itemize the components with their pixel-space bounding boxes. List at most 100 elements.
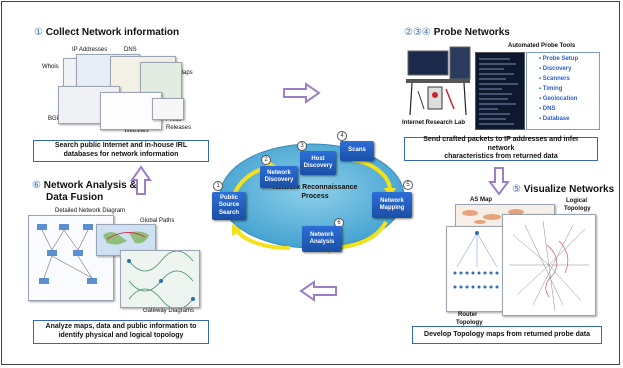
- step-4-line1: Scans: [348, 147, 366, 154]
- logical-topology-sketch: [509, 220, 589, 312]
- visualize-desc-text: Develop Topology maps from returned prob…: [424, 330, 590, 338]
- tool-discovery: ▪ Discovery: [539, 66, 572, 72]
- left-arrow-icon: [299, 280, 337, 302]
- collect-title-text: Collect Network information: [45, 27, 180, 38]
- tool-scanners: ▪ Scanners: [539, 76, 570, 82]
- tool-discovery-label: Discovery: [542, 66, 572, 72]
- gateway-diagrams-image: [120, 250, 200, 310]
- detailed-network-diagram-label: Detailed Network Diagram: [55, 208, 126, 214]
- tool-probe-setup-label: Probe Setup: [542, 56, 579, 62]
- probe-title: ②③④ Probe Networks: [404, 27, 510, 38]
- process-title-line1: Network Reconnaissance: [272, 184, 358, 191]
- probe-description: Send crafted packets to IP addresses and…: [404, 135, 598, 161]
- press-label: Press: [166, 117, 182, 123]
- analysis-desc-line2: identify physical and logical topology: [58, 332, 184, 339]
- tool-timing-label: Timing: [542, 86, 563, 92]
- tool-database-label: Database: [542, 116, 570, 122]
- visualize-step-number: ⑤: [512, 184, 521, 195]
- step-1-number: 1: [213, 181, 223, 191]
- collect-step-number: ①: [34, 27, 43, 38]
- process-title-line2: Process: [301, 192, 329, 200]
- press-screenshot: [152, 98, 184, 120]
- collect-title: ① Collect Network information: [34, 27, 179, 38]
- collect-desc-line1: Search public Internet and in-house IRL: [54, 142, 188, 150]
- gateway-diagrams-label: Gateway Diagrams: [143, 308, 195, 314]
- step-1-line3: Search: [218, 209, 239, 216]
- analysis-title-line1: Network Analysis &: [43, 180, 137, 191]
- step-3-line1: Host: [311, 155, 325, 162]
- ip-addresses-label: IP Addresses: [72, 47, 108, 53]
- tool-dns-label: DNS: [542, 106, 556, 112]
- router-label: Router: [458, 312, 478, 318]
- step-1-line2: Source: [218, 202, 240, 209]
- step-6-line1: Network: [310, 231, 334, 238]
- tool-timing: ▪ Timing: [539, 86, 563, 92]
- analysis-description: Analyze maps, data and public informatio…: [33, 320, 209, 344]
- router-topology-image: [446, 226, 508, 312]
- step-2-line1: Network: [267, 169, 291, 176]
- internet-research-lab-label: Internet Research Lab: [402, 120, 466, 126]
- step-3-number: 3: [297, 141, 307, 151]
- analysis-title: ⑥ Network Analysis & Data Fusion: [32, 180, 137, 204]
- maps-label: Maps: [178, 70, 193, 76]
- dns-label: DNS: [124, 47, 137, 53]
- right-arrow-icon: [283, 82, 321, 104]
- cycle-arrowhead-4: [232, 224, 242, 236]
- probe-tools-list: ▪ Probe Setup ▪ Discovery ▪ Scanners ▪ T…: [526, 52, 600, 130]
- probe-tools-title: Automated Probe Tools: [508, 43, 576, 49]
- tool-geolocation: ▪ Geolocation: [539, 96, 578, 102]
- step-5-line2: Mapping: [379, 205, 405, 211]
- analysis-desc-line1: Analyze maps, data and public informatio…: [45, 323, 197, 331]
- probe-step-numbers: ②③④: [404, 27, 431, 38]
- analysis-step-number: ⑥: [32, 180, 41, 191]
- tool-dns: ▪ DNS: [539, 106, 556, 112]
- whois-label: Whois: [42, 64, 59, 70]
- step-scans: Scans: [340, 141, 374, 161]
- up-arrow-icon: [130, 165, 152, 195]
- process-title: Network Reconnaissance Process: [260, 184, 370, 202]
- step-6-line2: Analysis: [309, 239, 335, 245]
- router-topology-sketch: [453, 231, 499, 289]
- step-2-line2: Discovery: [264, 177, 294, 183]
- as-map-label: AS Map: [470, 197, 493, 203]
- gateway-diagram-sketch: [127, 250, 195, 310]
- step-1-line1: Public: [219, 195, 238, 202]
- websites-screenshot: [100, 92, 162, 130]
- tool-database: ▪ Database: [539, 116, 570, 122]
- global-paths-label: Global Paths: [140, 218, 175, 224]
- router-topology-label: Topology: [456, 320, 483, 326]
- releases-label: Releases: [166, 125, 192, 131]
- logical-topology-label: Topology: [564, 206, 591, 212]
- probe-desc-line1: Send crafted packets to IP addresses and…: [423, 135, 579, 152]
- visualize-description: Develop Topology maps from returned prob…: [412, 326, 602, 344]
- tool-scanners-label: Scanners: [542, 76, 570, 82]
- terminal-screenshot: [475, 52, 525, 130]
- logical-topology-image: [502, 214, 596, 316]
- step-5-number: 5: [403, 180, 413, 190]
- world-map-sketch: [103, 231, 149, 245]
- internet-research-lab-image: [402, 43, 474, 119]
- visualize-title-text: Visualize Networks: [523, 184, 615, 195]
- probe-desc-line2: characteristics from returned data: [444, 153, 558, 161]
- websites-label: Websites: [124, 128, 149, 134]
- step-2-number: 2: [261, 155, 271, 165]
- down-arrow-icon: [488, 167, 510, 196]
- probe-title-text: Probe Networks: [433, 27, 510, 38]
- tool-geolocation-label: Geolocation: [542, 96, 578, 102]
- collect-desc-line2: databases for network information: [63, 151, 179, 158]
- network-diagram-sketch: [37, 224, 97, 284]
- step-4-number: 4: [337, 131, 347, 141]
- step-5-line1: Network: [380, 197, 404, 204]
- analysis-title-line2: Data Fusion: [46, 192, 104, 203]
- lab-illustration: [406, 46, 471, 116]
- visualize-title: ⑤ Visualize Networks: [512, 184, 614, 195]
- terminal-text-lines: [479, 58, 518, 125]
- tool-probe-setup: ▪ Probe Setup: [539, 56, 579, 62]
- step-3-line2: Discovery: [303, 163, 333, 169]
